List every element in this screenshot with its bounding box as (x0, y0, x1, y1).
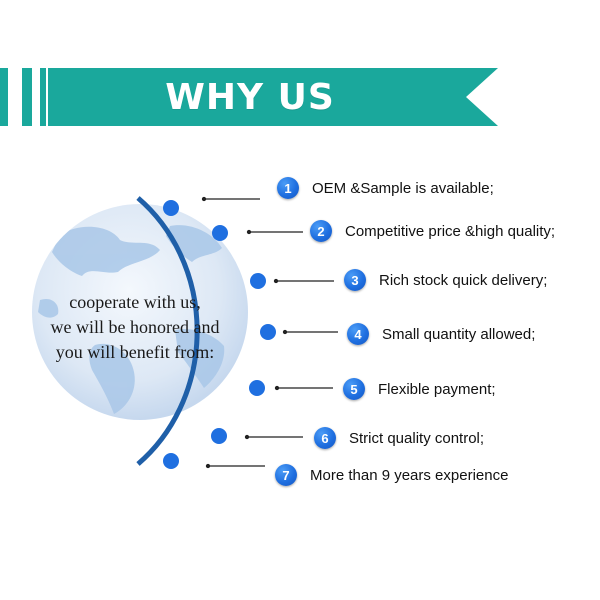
timeline-dot-4 (260, 324, 276, 340)
globe-caption: cooperate with us, we will be honored an… (30, 290, 240, 365)
feature-item-5: 5 Flexible payment; (343, 378, 496, 400)
feature-item-6: 6 Strict quality control; (314, 427, 484, 449)
feature-text: Competitive price &high quality; (345, 222, 556, 240)
timeline-dot-2 (212, 225, 228, 241)
banner-ribbon-shape (0, 68, 498, 126)
feature-item-7: 7 More than 9 years experience (275, 464, 508, 486)
feature-item-1: 1 OEM &Sample is available; (277, 177, 494, 199)
feature-text: Rich stock quick delivery; (379, 271, 548, 289)
timeline-dot-1 (163, 200, 179, 216)
timeline-dot-5 (249, 380, 265, 396)
globe-caption-line-3: you will benefit from: (55, 342, 215, 362)
globe-caption-line-1: cooperate with us, (69, 292, 201, 312)
timeline-dots (163, 200, 276, 469)
connector-lines (201, 196, 338, 469)
feature-text: Small quantity allowed; (382, 325, 536, 343)
feature-item-3: 3 Rich stock quick delivery; (344, 269, 547, 291)
timeline-dot-3 (250, 273, 266, 289)
banner-stripe-2 (22, 68, 32, 126)
banner-stripe-3 (40, 68, 46, 126)
feature-item-2: 2 Competitive price &high quality; (310, 220, 555, 242)
number-badge: 7 (275, 464, 297, 486)
banner-stripe-1 (0, 68, 8, 126)
banner-ribbon-body (48, 68, 498, 126)
number-badge: 6 (314, 427, 336, 449)
number-badge: 2 (310, 220, 332, 242)
feature-item-4: 4 Small quantity allowed; (347, 323, 535, 345)
feature-text: More than 9 years experience (310, 466, 509, 484)
timeline-arc (136, 196, 200, 466)
why-us-banner: WHY US (0, 68, 600, 126)
feature-text: Strict quality control; (349, 429, 485, 447)
number-badge: 3 (344, 269, 366, 291)
banner-title: WHY US (165, 76, 335, 118)
number-badge: 4 (347, 323, 369, 345)
feature-text: Flexible payment; (378, 380, 496, 398)
feature-text: OEM &Sample is available; (312, 179, 494, 197)
number-badge: 5 (343, 378, 365, 400)
timeline-dot-6 (211, 428, 227, 444)
timeline-dot-7 (163, 453, 179, 469)
globe-caption-line-2: we will be honored and (50, 317, 220, 337)
number-badge: 1 (277, 177, 299, 199)
